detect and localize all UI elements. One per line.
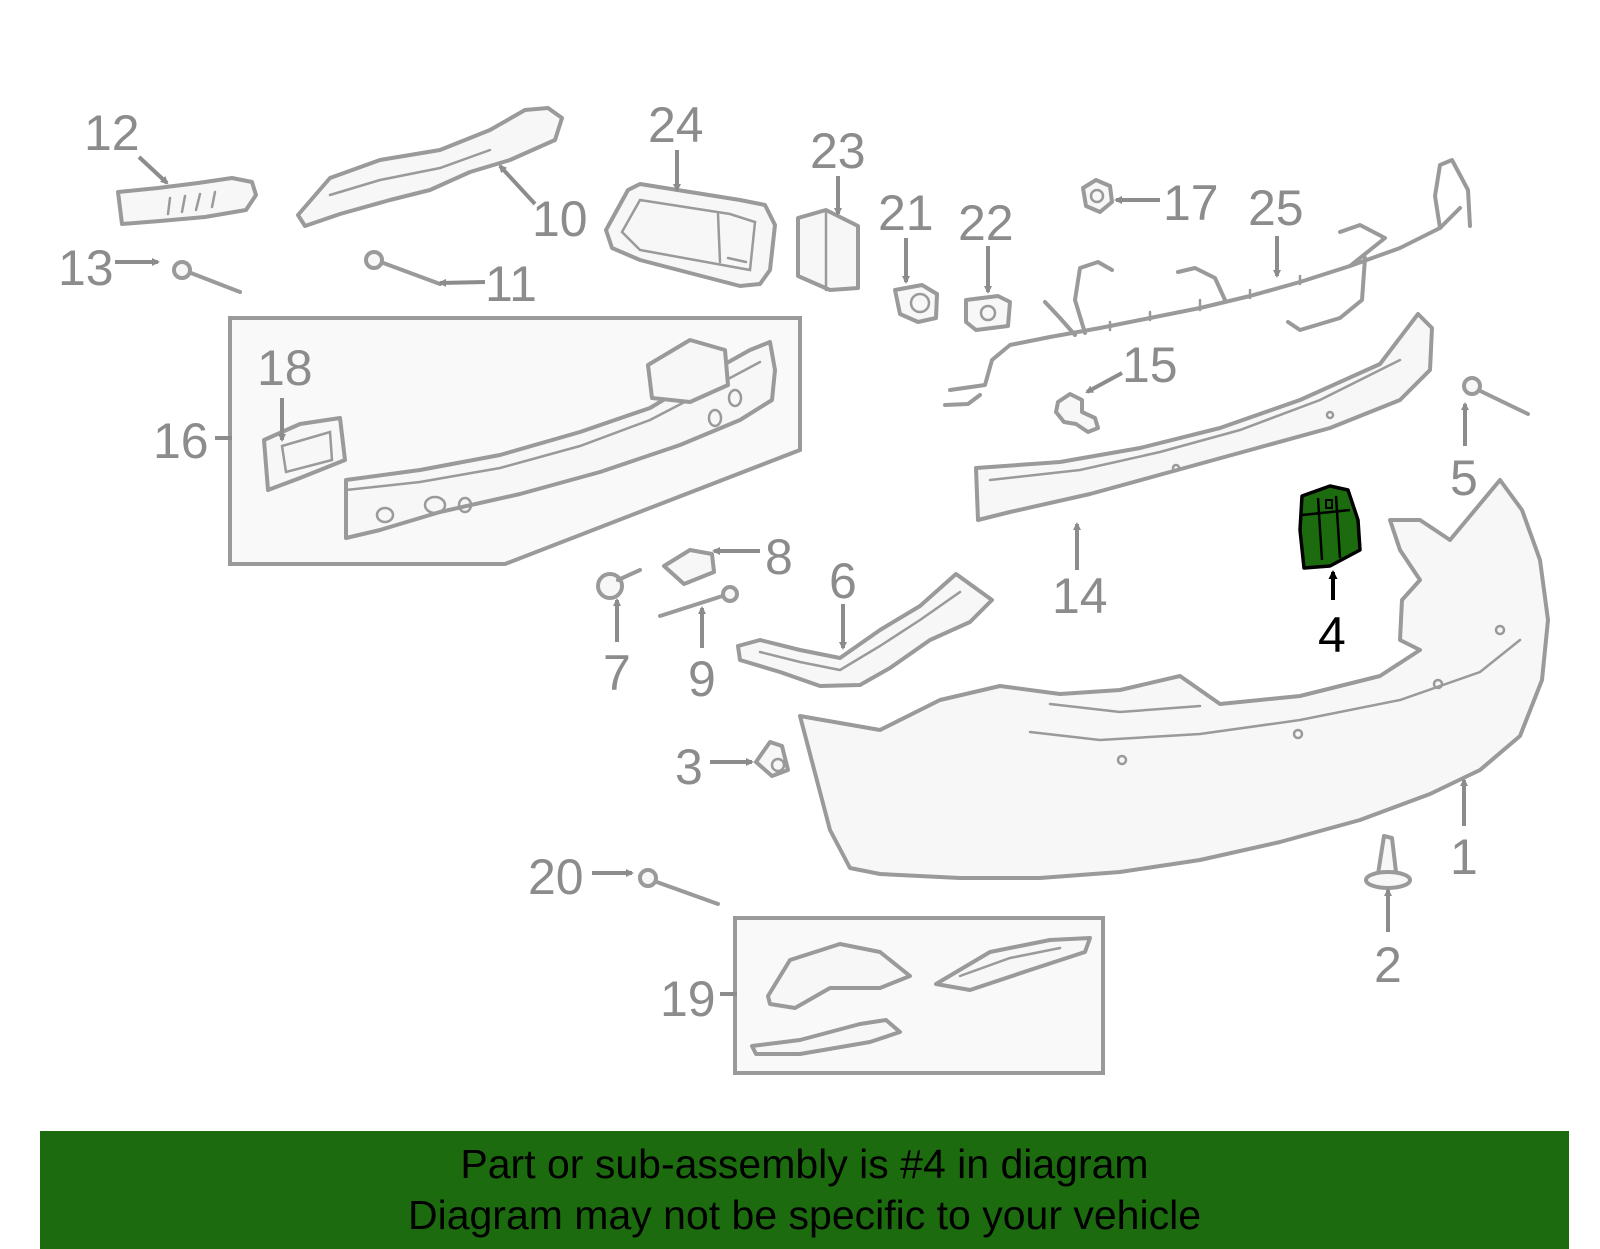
banner-line-part: Part or sub-assembly is #4 in diagram: [460, 1141, 1149, 1187]
callout-leaders: [115, 150, 1469, 996]
callout-18: 18: [257, 340, 313, 396]
part-2-clip: [1364, 834, 1412, 890]
part-25-harness: [943, 158, 1472, 407]
part-4-bracket-highlighted: [1298, 484, 1362, 570]
callout-7: 7: [603, 645, 631, 701]
callout-24: 24: [648, 97, 704, 153]
part-14-absorber: [974, 312, 1434, 522]
part-23-module: [796, 208, 860, 292]
part-9-pin: [658, 585, 739, 618]
callout-8: 8: [765, 529, 793, 585]
callout-19: 19: [660, 971, 716, 1027]
callout-11: 11: [485, 256, 537, 312]
callout-21: 21: [878, 185, 934, 241]
callout-3: 3: [675, 739, 703, 795]
banner-line-disclaimer: Diagram may not be specific to your vehi…: [407, 1192, 1201, 1238]
callout-15: 15: [1122, 337, 1178, 393]
part-3-clip: [754, 740, 790, 778]
callout-16: 16: [153, 413, 209, 469]
part-19-trim-group: [733, 916, 1105, 1075]
part-15-bolt: [1054, 392, 1100, 434]
callout-17: 17: [1163, 175, 1219, 231]
callout-9: 9: [688, 651, 716, 707]
part-12-bracket: [116, 176, 258, 226]
part-11-pin: [364, 250, 442, 286]
part-20-pin: [638, 868, 720, 906]
part-5-pin: [1462, 376, 1530, 416]
callout-6: 6: [829, 553, 857, 609]
callout-10: 10: [532, 191, 588, 247]
part-17-nut: [1081, 178, 1114, 214]
part-6-bracket: [736, 572, 994, 688]
callout-14: 14: [1052, 568, 1108, 624]
callout-4-highlighted: 4: [1318, 607, 1346, 663]
callout-23: 23: [810, 123, 866, 179]
callout-22: 22: [958, 195, 1014, 251]
callout-25: 25: [1248, 180, 1304, 236]
info-banner: Part or sub-assembly is #4 in diagram Di…: [40, 1131, 1569, 1249]
callout-20: 20: [528, 849, 584, 905]
callout-5: 5: [1450, 450, 1478, 506]
part-16-reinforcement-group: [228, 316, 802, 566]
part-13-pin: [172, 260, 242, 294]
part-21-sensor: [893, 283, 939, 324]
part-8-fastener: [662, 548, 716, 586]
callout-13: 13: [58, 240, 114, 296]
callout-12: 12: [84, 105, 140, 161]
part-22-bezel: [964, 294, 1012, 332]
callout-1: 1: [1450, 829, 1478, 885]
part-7-bolt: [596, 568, 642, 600]
part-10-bracket: [296, 106, 564, 228]
part-24-housing: [604, 182, 777, 288]
part-1-fascia: [798, 478, 1550, 880]
callout-2: 2: [1374, 937, 1402, 993]
